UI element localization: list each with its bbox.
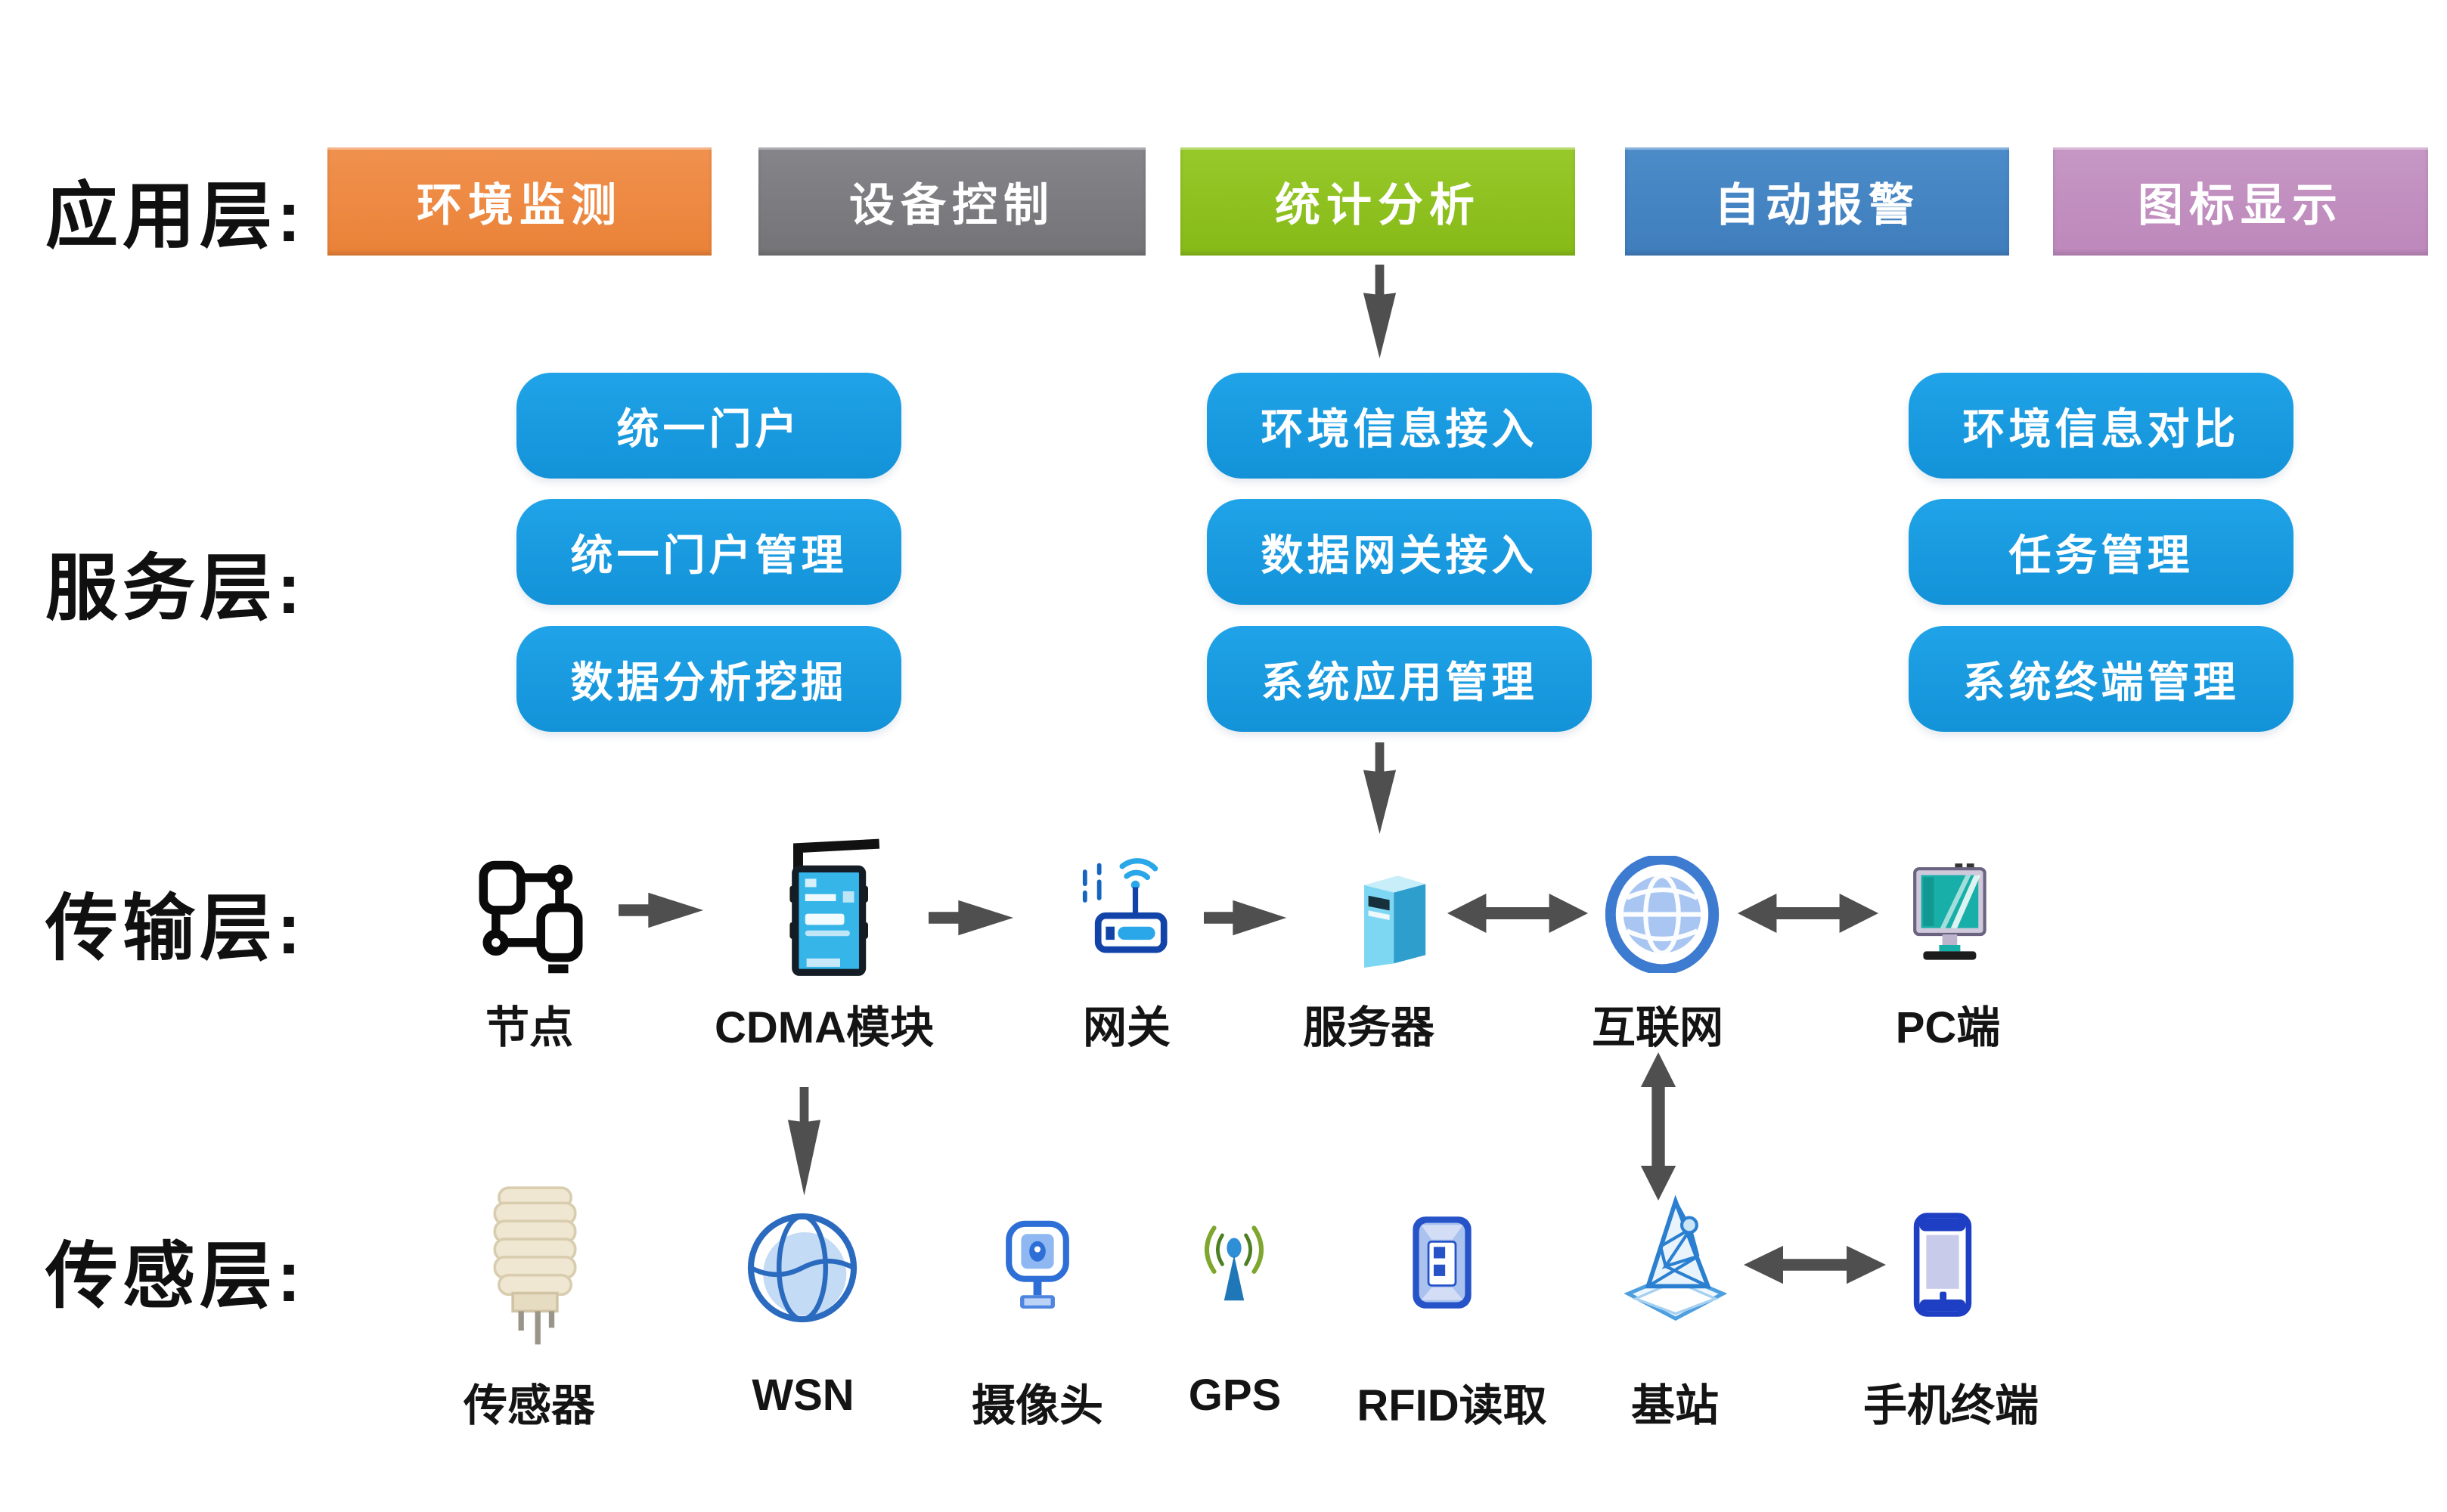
app-box-label: 设备控制: [849, 180, 1055, 231]
svc-box-label: 统一门户管理: [570, 531, 848, 579]
app-box-icon-display: 图标显示: [2053, 147, 2428, 256]
app-box-env-monitoring: 环境监测: [327, 147, 712, 256]
svc-box-label: 环境信息接入: [1261, 404, 1538, 453]
server-icon: [1332, 858, 1438, 971]
transmission-node-label: 服务器: [1302, 1003, 1434, 1052]
svc-box-label: 任务管理: [2008, 531, 2194, 579]
arrow-right-cdma-to-gateway: [929, 896, 1018, 940]
app-box-label: 环境监测: [417, 180, 622, 231]
gps-icon: [1189, 1206, 1279, 1315]
arrow-down-stat-to-access: [1359, 265, 1400, 361]
pc-icon: [1889, 860, 2008, 966]
svc-box-data-gateway-access: 数据网关接入: [1207, 499, 1592, 605]
arrow-bidirectional-basestation-mobile: [1739, 1241, 1890, 1288]
arrow-bidirectional-internet-basestation: [1636, 1051, 1680, 1202]
arrow-right-gateway-to-server: [1204, 896, 1291, 940]
wsn-icon: [741, 1204, 864, 1331]
transmission-node-label: 网关: [1082, 1003, 1171, 1052]
app-box-auto-alarm: 自动报警: [1625, 147, 2009, 256]
transmission-node-label: CDMA模块: [715, 1003, 934, 1052]
transmission-layer-label: 传输层:: [45, 888, 305, 969]
svc-box-label: 系统应用管理: [1261, 658, 1538, 706]
transmission-node-label: 节点: [485, 1003, 573, 1052]
cdma-module-icon: [756, 832, 896, 979]
svc-box-unified-portal: 统一门户: [516, 373, 901, 479]
svc-box-label: 环境信息对比: [1962, 404, 2240, 453]
svc-box-label: 数据网关接入: [1261, 531, 1538, 579]
sensor-icon: [465, 1181, 605, 1347]
svc-box-sys-app-management: 系统应用管理: [1207, 626, 1592, 732]
sensing-node-label: GPS: [1188, 1371, 1282, 1420]
sensing-node-label: RFID读取: [1357, 1381, 1547, 1430]
app-box-label: 统计分析: [1275, 180, 1481, 231]
svc-box-env-info-access: 环境信息接入: [1207, 373, 1592, 479]
node-icon: [459, 853, 603, 978]
arrow-bidirectional-server-internet: [1443, 889, 1593, 937]
svc-box-task-management: 任务管理: [1909, 499, 2293, 605]
arrow-down-cdma-to-wsn: [783, 1087, 825, 1199]
svc-box-label: 系统终端管理: [1962, 658, 2240, 706]
rfid-icon: [1390, 1210, 1494, 1315]
svc-box-portal-management: 统一门户管理: [516, 499, 901, 605]
transmission-node-label: PC端: [1895, 1003, 2001, 1052]
mobile-phone-icon: [1906, 1212, 1980, 1318]
app-box-device-control: 设备控制: [758, 147, 1146, 256]
application-layer-label: 应用层:: [45, 176, 305, 257]
camera-icon: [974, 1216, 1101, 1318]
app-box-stat-analysis: 统计分析: [1180, 147, 1575, 256]
internet-icon: [1602, 856, 1723, 973]
sensing-node-label: 摄像头: [971, 1381, 1103, 1430]
svc-box-label: 数据分析挖掘: [570, 658, 848, 706]
arrow-right-node-to-cdma: [619, 888, 708, 932]
svc-box-label: 统一门户: [616, 404, 802, 453]
sensing-node-label: 基站: [1630, 1381, 1719, 1430]
app-box-label: 自动报警: [1714, 180, 1920, 231]
sensing-node-label: WSN: [752, 1371, 854, 1420]
svc-box-sys-term-management: 系统终端管理: [1909, 626, 2293, 732]
transmission-node-label: 互联网: [1591, 1003, 1723, 1052]
base-station-icon: [1611, 1191, 1735, 1334]
sensing-node-label: 传感器: [463, 1381, 595, 1430]
gateway-icon: [1068, 854, 1181, 964]
sensing-node-label: 手机终端: [1862, 1381, 2039, 1430]
arrow-down-sysapp-to-server: [1359, 742, 1400, 837]
svc-box-data-mining: 数据分析挖掘: [516, 626, 901, 732]
svc-box-env-info-compare: 环境信息对比: [1909, 373, 2293, 479]
sensing-layer-label: 传感层:: [45, 1236, 305, 1317]
app-box-label: 图标显示: [2138, 180, 2343, 231]
arrow-bidirectional-internet-pc: [1733, 889, 1883, 937]
service-layer-label: 服务层:: [45, 548, 305, 629]
